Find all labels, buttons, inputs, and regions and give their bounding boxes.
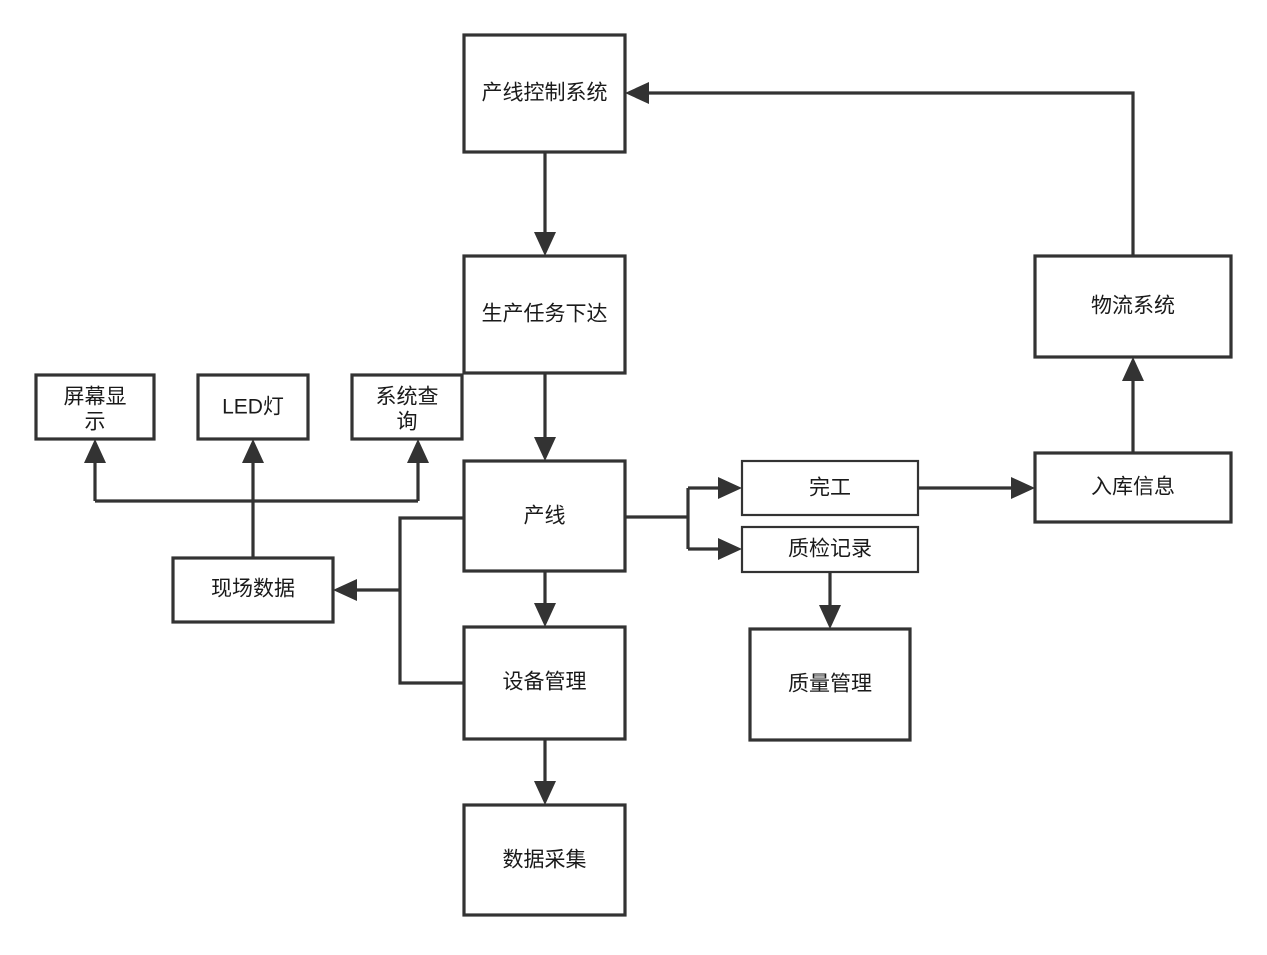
node-label: 物流系统 [1091, 295, 1175, 318]
edge-equipment-to-collection [534, 739, 556, 805]
node-label: 入库信息 [1091, 476, 1175, 499]
edge-line-equipment-to-fielddata [333, 516, 464, 685]
arrow-head-up-icon [242, 439, 264, 463]
node-box[interactable] [196, 373, 310, 441]
arrow-head-up-icon [407, 439, 429, 463]
node-box[interactable] [462, 254, 627, 375]
node-label: LED灯 [222, 396, 284, 419]
node-label: 设备管理 [503, 671, 587, 694]
arrow-head-down-icon [819, 605, 841, 629]
edge-inbound-to-logistics [1122, 357, 1144, 453]
node-box[interactable] [748, 627, 912, 742]
node-box[interactable] [350, 373, 464, 441]
edge-finish-to-inbound [918, 477, 1035, 499]
node-wangong[interactable]: 完工 [740, 459, 920, 517]
node-wuliuxitong[interactable]: 物流系统 [1033, 254, 1233, 359]
edge-line-to-finish-and-qc [625, 477, 742, 560]
edge-logistics-to-control [625, 82, 1135, 256]
node-label: 质检记录 [788, 538, 872, 561]
node-label: 产线控制系统 [482, 82, 608, 105]
arrow-head-left-icon [333, 579, 357, 601]
node-box[interactable] [1033, 451, 1233, 524]
node-label: 质量管理 [788, 673, 872, 696]
node-xitongchaxun[interactable]: 系统查 询 [350, 373, 464, 441]
node-shujucaiji[interactable]: 数据采集 [462, 803, 627, 917]
node-label: 现场数据 [211, 578, 295, 601]
node-xianchangshuju[interactable]: 现场数据 [171, 556, 335, 624]
node-box[interactable] [462, 459, 627, 573]
node-zhijianjilu[interactable]: 质检记录 [740, 525, 920, 574]
node-shebeiguanli[interactable]: 设备管理 [462, 625, 627, 741]
node-chanxian[interactable]: 产线 [462, 459, 627, 573]
node-led-lamp[interactable]: LED灯 [196, 373, 310, 441]
node-label-line1: 系统查 [376, 386, 439, 409]
node-label: 产线 [524, 505, 566, 528]
node-label-line1: 屏幕显 [64, 386, 127, 409]
edge-line [398, 516, 464, 685]
node-label-line2: 询 [397, 411, 418, 434]
arrow-head-down-icon [534, 603, 556, 627]
arrow-head-left-icon [625, 82, 649, 104]
edges-layer [84, 82, 1144, 805]
node-label: 完工 [809, 477, 851, 500]
node-box[interactable] [740, 525, 920, 574]
node-box[interactable] [34, 373, 156, 441]
edge-qc-to-quality [819, 572, 841, 629]
node-label: 数据采集 [503, 849, 587, 872]
node-shengchanrenwu[interactable]: 生产任务下达 [462, 254, 627, 375]
node-pingmuxianshi[interactable]: 屏幕显 示 [34, 373, 156, 441]
node-label-line2: 示 [85, 411, 106, 434]
nodes-layer: 产线控制系统 生产任务下达 屏幕显 示 LED灯 系统查 询 [34, 33, 1233, 917]
edge-line [637, 91, 1135, 256]
arrow-head-up-icon [1122, 357, 1144, 381]
node-box[interactable] [740, 459, 920, 517]
edge-control-to-task [534, 152, 556, 256]
node-zhiliangguanli[interactable]: 质量管理 [748, 627, 912, 742]
node-rukuxinxi[interactable]: 入库信息 [1033, 451, 1233, 524]
edge-task-to-line [534, 373, 556, 461]
edge-line-to-equipment [534, 571, 556, 627]
node-box[interactable] [462, 625, 627, 741]
arrow-head-down-icon [534, 232, 556, 256]
arrow-head-up-icon [84, 439, 106, 463]
arrow-head-right-icon [1011, 477, 1035, 499]
arrow-head-down-icon [534, 437, 556, 461]
node-chankongxitong[interactable]: 产线控制系统 [462, 33, 627, 154]
node-box[interactable] [1033, 254, 1233, 359]
arrow-head-down-icon [534, 781, 556, 805]
node-box[interactable] [171, 556, 335, 624]
node-box[interactable] [462, 33, 627, 154]
node-label: 生产任务下达 [482, 303, 608, 326]
node-box[interactable] [462, 803, 627, 917]
arrow-head-right-icon [718, 477, 742, 499]
arrow-head-right-icon [718, 538, 742, 560]
